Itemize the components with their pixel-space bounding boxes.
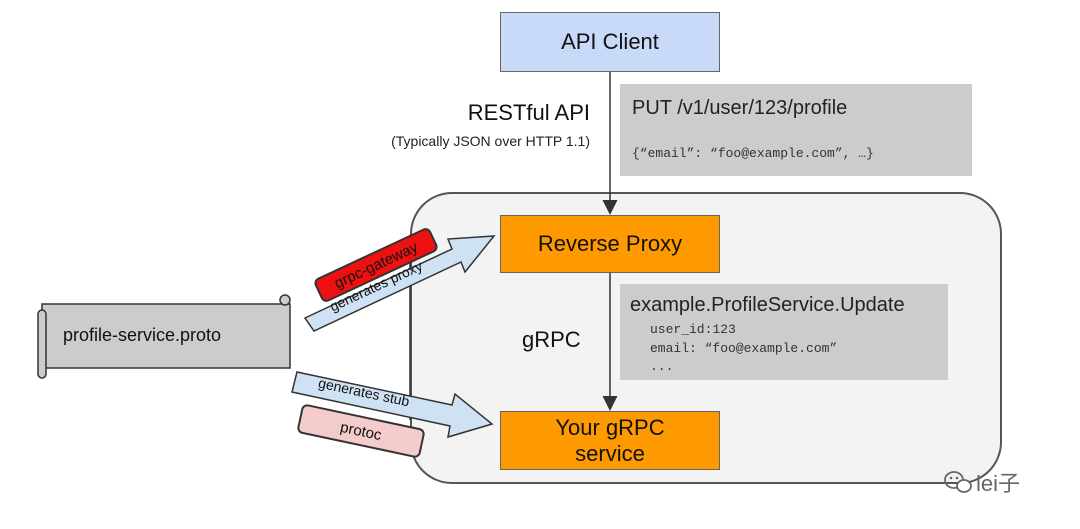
rpc-example-box: example.ProfileService.Update user_id:12… [620, 284, 948, 380]
rpc-line-email: email: “foo@example.com” [650, 341, 838, 356]
restful-api-label: RESTful API [467, 100, 590, 125]
reverse-proxy-label: Reverse Proxy [537, 231, 683, 256]
rpc-method: example.ProfileService.Update [630, 294, 905, 316]
watermark-text: lei子 [976, 471, 1021, 496]
reverse-proxy-box: Reverse Proxy [500, 215, 720, 273]
grpc-service-label-line1: Your gRPC [555, 414, 665, 440]
wechat-icon [944, 471, 972, 493]
rpc-line-user-id: user_id:123 [650, 322, 736, 337]
restful-api-subtitle: (Typically JSON over HTTP 1.1) [391, 133, 590, 149]
api-client-label: API Client [561, 29, 659, 54]
rpc-line-ellipsis: ... [650, 359, 674, 374]
proto-file-label: profile-service.proto [63, 325, 222, 345]
generates-stub-arrow [291, 371, 494, 439]
watermark: lei子 [942, 466, 1020, 498]
generates-proxy-arrow [303, 235, 496, 332]
proto-scroll-icon [37, 294, 291, 379]
grpc-service-box: Your gRPC service [500, 411, 720, 470]
request-body: {“email”: “foo@example.com”, …} [632, 146, 874, 161]
api-client-box: API Client [500, 12, 720, 72]
grpc-service-label-line2: service [575, 440, 645, 466]
grpc-label: gRPC [522, 327, 581, 352]
request-example-box: PUT /v1/user/123/profile {“email”: “foo@… [620, 84, 972, 176]
request-line: PUT /v1/user/123/profile [632, 97, 848, 119]
